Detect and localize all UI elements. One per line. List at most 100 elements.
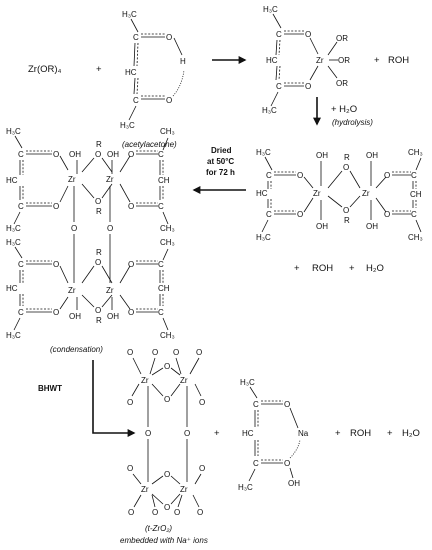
oxygen-label: O <box>53 260 59 269</box>
methine-label: HC <box>242 429 254 438</box>
carbon-label: C <box>266 210 272 219</box>
alkyl-label: R <box>96 207 102 216</box>
methyl-label: CH₃ <box>160 127 175 136</box>
plus-sign: + <box>294 263 300 274</box>
carbon-label: C <box>158 150 164 159</box>
oxygen-label: O <box>284 459 290 468</box>
zirconia-caption-detail: embedded with Na⁺ ions <box>120 536 208 545</box>
oxygen-label: O <box>297 171 303 180</box>
zirconium-label: Zr <box>106 175 114 184</box>
plus-sign: + <box>335 428 341 439</box>
methyl-label: H₃C <box>256 148 271 157</box>
oxygen-label: O <box>128 202 134 211</box>
bridging-oxygen-label: O <box>71 224 77 233</box>
oxygen-label: O <box>297 210 303 219</box>
alcohol-byproduct: ROH <box>388 55 409 66</box>
plus-sign: + <box>349 263 355 274</box>
carbon-label: C <box>158 308 164 317</box>
zirconium-label: Zr <box>141 485 149 494</box>
oxygen-label: O <box>95 197 101 206</box>
zirconium-label: Zr <box>68 175 76 184</box>
alkyl-label: R <box>344 216 350 225</box>
carbon-label: C <box>18 260 24 269</box>
methyl-label: H₃C <box>238 483 253 492</box>
drying-condition-line2: at 50°C <box>207 157 234 166</box>
oxygen-label: O <box>53 308 59 317</box>
zirconium-label: Zr <box>141 376 149 385</box>
water-byproduct: H₂O <box>402 428 420 439</box>
methine-label: CH <box>158 176 170 185</box>
methyl-label: CH₃ <box>160 331 175 340</box>
oxygen-label: O <box>199 398 205 407</box>
methyl-label: H₃C <box>256 233 271 242</box>
hydrolysis-caption: (hydrolysis) <box>332 118 373 127</box>
hydroxyl-label: OH <box>69 312 81 321</box>
oxygen-label: O <box>95 306 101 315</box>
final-byproducts: + ROH + H₂O <box>335 428 420 439</box>
oxygen-label: O <box>127 398 133 407</box>
water-byproduct: H₂O <box>366 263 384 274</box>
methine-label: HC <box>6 176 18 185</box>
alkyl-label: R <box>344 153 350 162</box>
carbon-label: C <box>158 260 164 269</box>
zirconium-label: Zr <box>180 485 188 494</box>
carbon-label: C <box>411 210 417 219</box>
carbon-label: C <box>276 82 282 91</box>
hydroxyl-label: OH <box>107 150 119 159</box>
oxygen-label: O <box>196 348 202 357</box>
plus-sign: + <box>387 428 393 439</box>
hydroxyl-label: OH <box>69 150 81 159</box>
oxygen-label: O <box>127 348 133 357</box>
bridging-oxygen-label: O <box>145 429 151 438</box>
hydroxyl-label: OH <box>366 222 378 231</box>
plus-sign: + <box>214 428 220 439</box>
hydroxyl-label: OH <box>288 479 300 488</box>
plus-sign: + <box>374 55 380 66</box>
zirconium-label: Zr <box>68 286 76 295</box>
oxygen-label: O <box>384 171 390 180</box>
methyl-label: H₃C <box>262 106 277 115</box>
zirconia-framework: O O O O Zr Zr O O O O O O O O Zr Zr O O <box>127 348 205 517</box>
methyl-label: H₃C <box>122 10 137 19</box>
methyl-label: H₃C <box>6 224 21 233</box>
methyl-label: H₃C <box>6 238 21 247</box>
oxygen-label: O <box>128 308 134 317</box>
bhwt-condition: BHWT <box>38 384 62 393</box>
hydroxyl-label: OH <box>316 222 328 231</box>
reactant-zr-alkoxide: Zr(OR)₄ + <box>28 64 102 75</box>
hydroxyl-label: OH <box>316 151 328 160</box>
methyl-label: CH₃ <box>160 238 175 247</box>
zr-alkoxide-formula: Zr(OR)₄ <box>28 64 62 75</box>
zirconia-caption: (t-ZrO₂) <box>145 524 172 533</box>
methyl-label: CH₃ <box>408 148 423 157</box>
alkoxy-label: OR <box>338 56 350 65</box>
oxygen-label: O <box>95 150 101 159</box>
methyl-label: CH₃ <box>408 233 423 242</box>
hydrolysed-dimer: H₃C C O HC C O H₃C OH Zr OH R O O R OH Z… <box>256 148 423 242</box>
oxygen-label: O <box>164 362 170 371</box>
oxygen-label: O <box>53 202 59 211</box>
zirconium-label: Zr <box>362 189 370 198</box>
drying-condition-line3: for 72 h <box>206 168 235 177</box>
carbon-label: C <box>158 202 164 211</box>
zr-acac-complex: H₃C C O HC C O H₃C Zr OR OR OR <box>262 5 350 115</box>
alcohol-byproduct: ROH <box>312 263 333 274</box>
carbon-label: C <box>18 308 24 317</box>
oxygen-label: O <box>284 400 290 409</box>
oxygen-label: O <box>164 503 170 512</box>
alkyl-label: R <box>96 140 102 149</box>
acetylacetone-caption: (acetylacetone) <box>122 140 177 149</box>
plus-sign: + <box>96 64 102 75</box>
methyl-label: H₃C <box>6 331 21 340</box>
bridging-oxygen-label: O <box>107 224 113 233</box>
hydrolysis-byproducts: + ROH + H₂O <box>294 263 384 274</box>
oxygen-label: O <box>343 206 349 215</box>
alkyl-label: R <box>96 248 102 257</box>
zirconium-label: Zr <box>106 286 114 295</box>
oxygen-label: O <box>343 163 349 172</box>
oxygen-label: O <box>152 348 158 357</box>
acetylacetone-molecule: H₃C C O H HC C O H₃C <box>120 10 186 130</box>
carbon-label: C <box>266 171 272 180</box>
oxygen-label: O <box>128 260 134 269</box>
